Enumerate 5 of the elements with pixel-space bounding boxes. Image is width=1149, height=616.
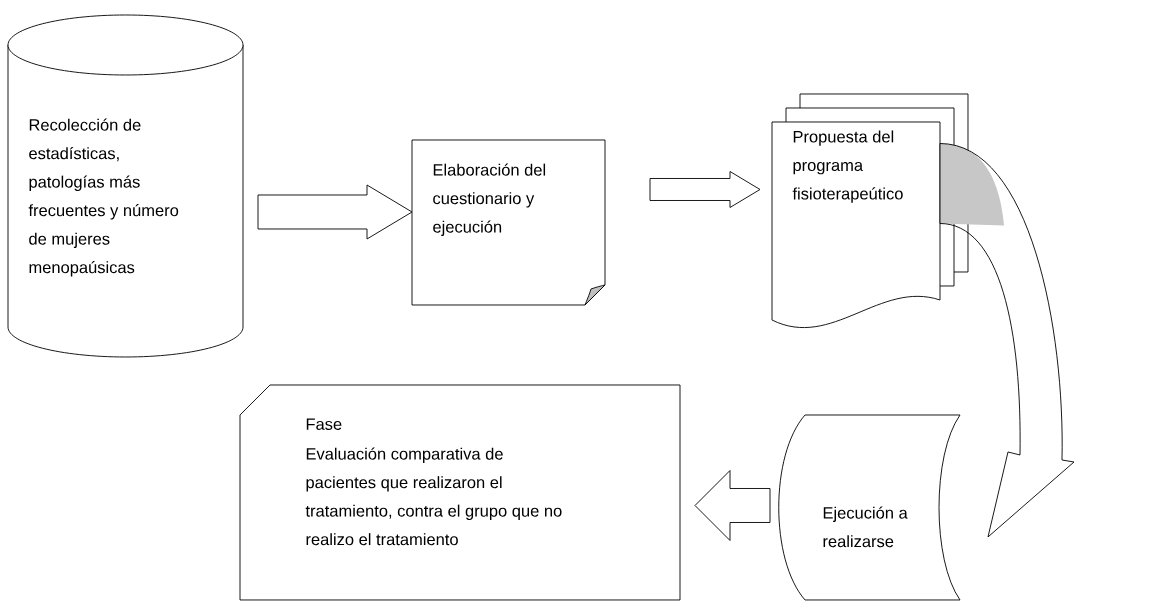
block-arrow	[257, 184, 413, 240]
curved-block-arrow	[939, 143, 1075, 538]
block-arrow	[649, 171, 761, 208]
database-cylinder: Recolección de estadísticas, patologías más frecuentes y número de mujeres menopaúsicas	[7, 14, 244, 358]
block-arrow	[694, 470, 771, 541]
